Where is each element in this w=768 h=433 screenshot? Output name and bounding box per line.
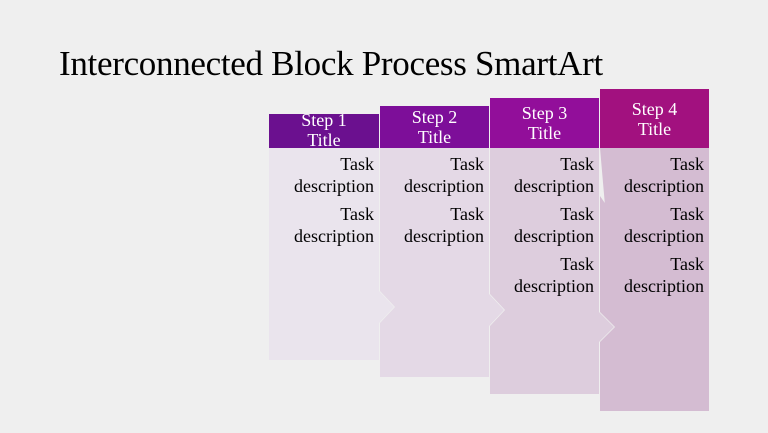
step-2-task-2[interactable]: Task description — [404, 204, 484, 246]
step-4-header[interactable]: Step 4 Title — [600, 89, 709, 148]
step-1-header[interactable]: Step 1 Title — [269, 111, 379, 149]
step-3-body[interactable] — [490, 148, 614, 394]
step-1-header-bg — [269, 114, 379, 148]
step-3-title-line1: Step 3 — [521, 103, 568, 123]
step-3-task-2[interactable]: Task description — [514, 204, 594, 246]
step-1-title-line2: Title — [307, 130, 341, 149]
step-4-task-1[interactable]: Task description — [624, 154, 704, 196]
step-4-task-3[interactable]: Task description — [624, 254, 704, 296]
slide-title[interactable]: Interconnected Block Process SmartArt — [59, 44, 603, 83]
step-2-title-line1: Step 2 — [411, 107, 458, 127]
step-3-header[interactable]: Step 3 Title — [490, 98, 599, 148]
step-3-task-3[interactable]: Task description — [514, 254, 594, 296]
step-1-title-line1: Step 1 — [301, 111, 347, 130]
step-4-title-line2: Title — [637, 118, 672, 139]
step-2-body[interactable] — [380, 148, 504, 377]
step-1-task-1[interactable]: Task description — [294, 154, 374, 196]
step-4-header-bg — [600, 89, 709, 148]
step-4-title-line1: Step 4 — [631, 98, 678, 119]
step-4-task-2[interactable]: Task description — [624, 204, 704, 246]
step-2-header-bg — [380, 106, 489, 148]
step-1-task-list: Task description Task description — [269, 153, 374, 253]
step-3-task-1[interactable]: Task description — [514, 154, 594, 196]
step-1-body[interactable] — [269, 148, 394, 360]
step-2-title-line2: Title — [417, 127, 452, 147]
step-4-task-list: Task description Task description Task d… — [600, 153, 704, 303]
step-2-header[interactable]: Step 2 Title — [380, 106, 489, 148]
step-2-task-1[interactable]: Task description — [404, 154, 484, 196]
step-3-title-line2: Title — [527, 123, 562, 143]
step-3-task-list: Task description Task description Task d… — [490, 153, 594, 303]
step-4-body[interactable] — [600, 148, 709, 411]
step-3-header-bg — [490, 98, 599, 148]
step-1-task-2[interactable]: Task description — [294, 204, 374, 246]
step-2-task-list: Task description Task description — [380, 153, 484, 253]
